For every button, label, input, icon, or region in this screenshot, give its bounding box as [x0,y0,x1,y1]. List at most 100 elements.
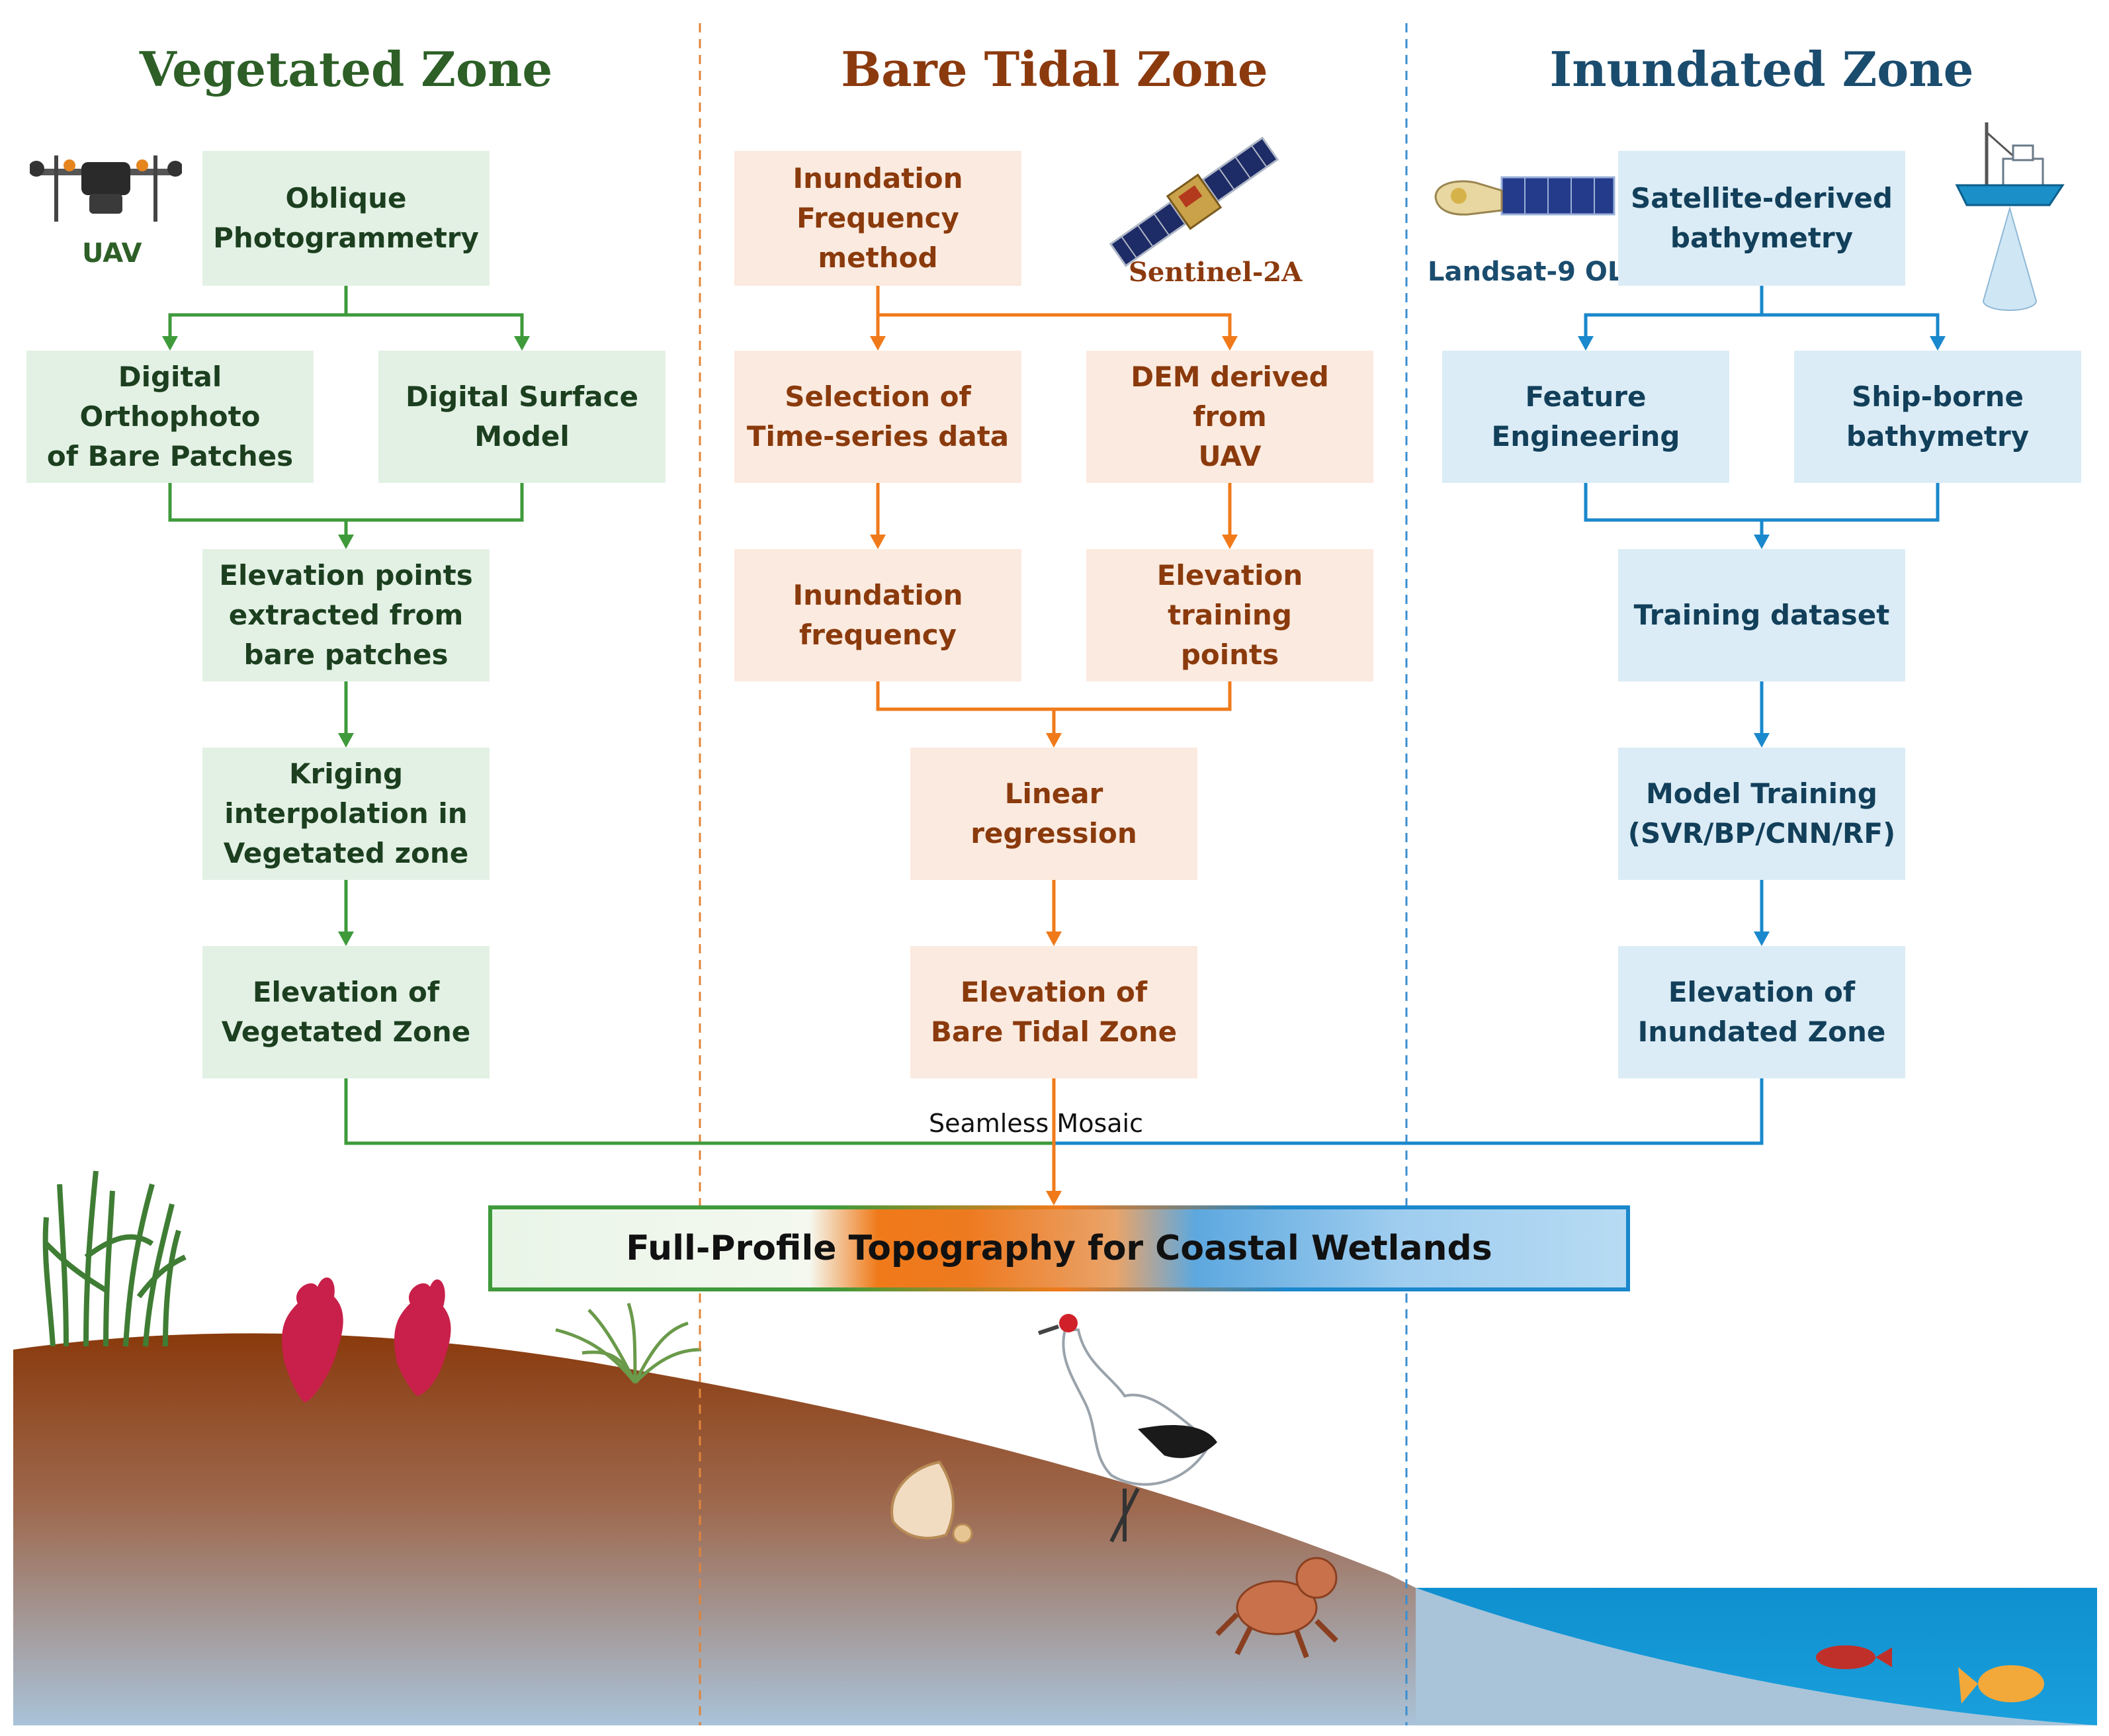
box-text: Elevation of Vegetated Zone [222,973,471,1052]
inundated-zone-title: Inundated Zone [1549,41,1974,97]
arrowhead [1046,1191,1062,1205]
arrowhead [1578,336,1594,351]
box-text-line: Satellite-derived [1631,182,1893,214]
box-text-line: bare patches [243,638,449,671]
arrowhead [1754,535,1770,549]
box-text: Elevation training points [1096,556,1364,675]
box-text: Model Training(SVR/BP/CNN/RF) [1628,774,1895,853]
box-text-line: Frequency method [796,202,959,274]
box-text-line: Linear regression [970,777,1137,849]
linear-regression-box: Linear regression [910,748,1197,880]
connector [1762,313,1940,336]
arrowhead [338,932,354,946]
kriging-interpolation-box: Kriging interpolation in Vegetated zone [202,748,490,880]
box-text-line: of Bare Patches [46,440,294,472]
box-text-line: bathymetry [1846,420,2030,453]
box-text-line: Bare Tidal Zone [930,1016,1178,1048]
bare-tidal-zone-title: Bare Tidal Zone [841,41,1268,97]
arrowhead [1046,733,1062,748]
box-text-line: interpolation in [224,797,468,830]
connector [878,313,1232,336]
connector [168,483,524,522]
arrowhead [162,336,178,351]
arrowhead [1046,932,1062,946]
box-text-line: Vegetated zone [223,837,469,869]
arrowhead [870,535,886,549]
box-text-line: Inundation [793,162,963,195]
arrowhead [1754,932,1770,946]
uav-drone-icon [30,155,182,222]
model-training-box: Model Training(SVR/BP/CNN/RF) [1618,748,1905,880]
soil-slope [13,1333,1416,1725]
connector [1584,483,1940,522]
box-text-line: points [1180,638,1279,671]
seamless-mosaic-label: Seamless Mosaic [929,1109,1143,1138]
box-text-line: Photogrammetry [213,222,479,254]
box-text-line: Elevation of [1668,976,1856,1008]
box-text-line: Inundated Zone [1637,1016,1886,1048]
box-text-line: Kriging [288,758,404,790]
box-text: Elevation of Bare Tidal Zone [931,973,1177,1052]
connector [168,286,348,336]
box-text-line: Elevation of [960,976,1148,1008]
seabed [1416,1588,2097,1725]
survey-ship-icon [1955,122,2065,311]
box-text-line: Inundation [793,579,963,611]
elevation-vegetated-zone-box: Elevation of Vegetated Zone [202,946,490,1078]
box-text-line: UAV [1198,440,1262,472]
box-text: Linear regression [920,774,1188,853]
box-text-line: Elevation points [219,559,473,591]
arrowhead [1222,336,1238,351]
arrowhead [1754,733,1770,748]
mosaic-connector-vegetated [344,1078,1054,1145]
landsat-satellite-icon [1434,176,1615,216]
box-text-line: Oblique [285,182,407,214]
box-text: Training dataset [1634,595,1890,635]
box-text-line: Vegetated Zone [221,1016,471,1048]
arrowhead [338,535,354,549]
box-text: Kriging interpolation in Vegetated zone [224,754,469,873]
connector [346,313,524,336]
suaeda-plant-icon [282,1277,451,1403]
box-text-line: DEM derived from [1131,361,1329,433]
crane-bird-icon [1038,1314,1217,1543]
full-profile-topography-label: Full-Profile Topography for Coastal Wetl… [626,1229,1492,1268]
fish-icon [1816,1645,2044,1704]
landsat-label: Landsat-9 OLI [1428,257,1635,287]
box-text-line: Model Training [1646,777,1877,810]
full-profile-topography-box: Full-Profile Topography for Coastal Wetl… [488,1205,1630,1291]
box-text-line: Elevation of [252,976,440,1008]
arrowhead [514,336,530,351]
arrowhead [338,733,354,748]
box-text-line: Engineering [1491,420,1680,453]
box-text-line: Selection of [785,380,971,413]
vegetated-zone-title: Vegetated Zone [139,41,553,97]
box-text-line: Model [474,420,570,453]
box-text: Elevation of Inundated Zone [1638,973,1886,1052]
arrowhead [1222,535,1238,549]
box-text-line: Elevation training [1156,559,1303,631]
sentinel-label: Sentinel-2A [1129,257,1303,288]
box-text-line: Feature [1525,380,1647,413]
water-body [1416,1588,2097,1725]
elevation-training-points-box: Elevation training points [1086,549,1373,681]
